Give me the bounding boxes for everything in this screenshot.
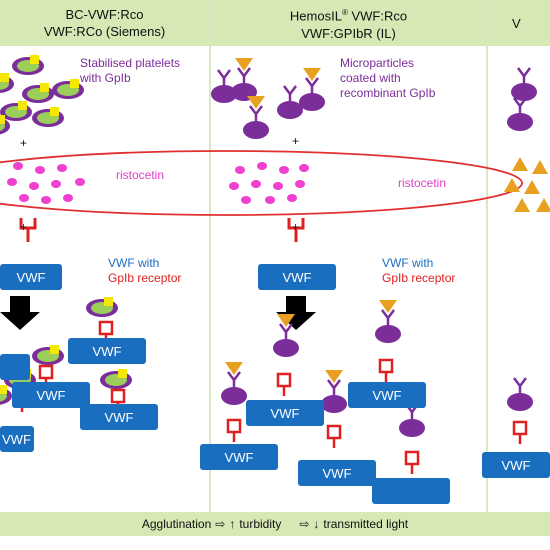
vwf-box-left: VWF bbox=[0, 264, 62, 290]
left-panel-title-line2: VWF:RCo (Siemens) bbox=[43, 24, 166, 39]
microparticle-group bbox=[209, 56, 327, 141]
footer-caption: Agglutination ⇨ ↑ turbidity ⇨ ↓ transmit… bbox=[0, 512, 550, 536]
platelet-group bbox=[0, 55, 84, 135]
right-panel-header: V bbox=[488, 0, 550, 46]
agg-vwf-box bbox=[372, 478, 450, 504]
right-particle-group bbox=[504, 66, 550, 212]
agg-vwf-box: VWF bbox=[298, 460, 376, 486]
agg-vwf-box: VWF bbox=[348, 382, 426, 408]
right-arrow-icon: ⇨ bbox=[299, 517, 310, 531]
ristocetin-oval bbox=[0, 150, 523, 216]
agg-vwf-box: VWF bbox=[68, 338, 146, 364]
ristocetin-dots-left bbox=[7, 162, 85, 204]
plus-left-2: + bbox=[20, 220, 28, 234]
agg-vwf-box: VWF bbox=[0, 426, 34, 452]
left-panel-header: BC-VWF:Rco VWF:RCo (Siemens) bbox=[0, 0, 209, 46]
left-panel-title-line1: BC-VWF:Rco bbox=[65, 7, 144, 22]
ristocetin-dots-middle bbox=[229, 162, 309, 204]
middle-panel-title-line1: HemosIL® VWF:Rco bbox=[289, 8, 408, 24]
vwf-label-left: VWF with GpIb receptor bbox=[108, 256, 182, 285]
ristocetin-label-middle: ristocetin bbox=[398, 176, 447, 190]
down-arrow-left bbox=[0, 296, 40, 330]
agg-vwf-box: VWF bbox=[246, 400, 324, 426]
plus-middle-1: + bbox=[292, 134, 300, 148]
agglutination-text: Agglutination bbox=[141, 517, 212, 531]
platelets-label: Stabilised platelets with GpIb bbox=[80, 56, 181, 85]
agg-vwf-box: VWF bbox=[482, 452, 550, 478]
vwf-label-middle: VWF with GpIb receptor bbox=[382, 256, 456, 285]
ristocetin-label-left: ristocetin bbox=[116, 168, 165, 182]
microparticles-label: Microparticles coated with recombinant G… bbox=[340, 56, 436, 100]
right-agglutinate bbox=[505, 376, 535, 446]
agg-vwf-box: VWF bbox=[200, 444, 278, 470]
plus-left-1: + bbox=[20, 136, 28, 150]
right-panel-title-partial: V bbox=[512, 15, 521, 31]
plus-middle-2: + bbox=[292, 220, 300, 234]
agg-vwf-box: VWF bbox=[12, 382, 90, 408]
transmitted-light-text: transmitted light bbox=[323, 517, 409, 531]
up-arrow-icon: ↑ bbox=[229, 517, 236, 531]
middle-panel-header: HemosIL® VWF:Rco VWF:GPIbR (IL) bbox=[211, 0, 486, 46]
right-arrow-icon: ⇨ bbox=[215, 517, 226, 531]
vwf-box-middle: VWF bbox=[258, 264, 336, 290]
middle-panel-title-line2: VWF:GPIbR (IL) bbox=[301, 25, 396, 41]
agg-vwf-box bbox=[0, 354, 30, 380]
column-divider-right bbox=[486, 0, 488, 512]
agg-vwf-box: VWF bbox=[80, 404, 158, 430]
down-arrow-icon: ↓ bbox=[313, 517, 320, 531]
turbidity-text: turbidity bbox=[239, 517, 282, 531]
column-divider-left bbox=[209, 0, 211, 512]
down-arrow-middle bbox=[276, 296, 316, 330]
